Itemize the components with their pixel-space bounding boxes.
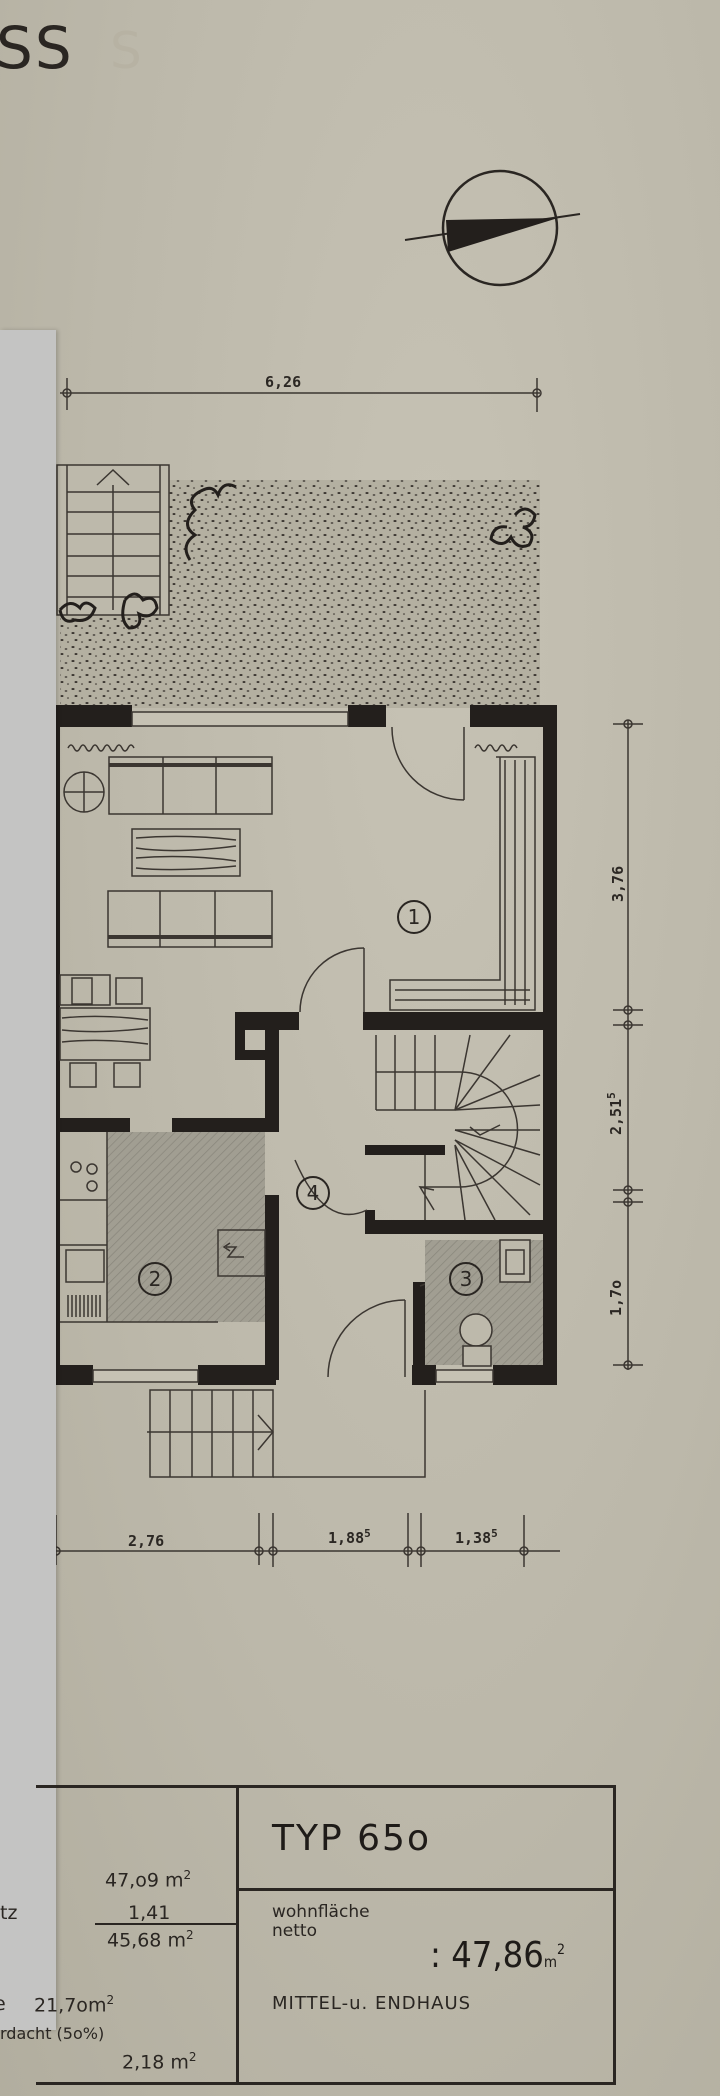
area-row2-label: e bbox=[0, 1993, 6, 2015]
area-row3: 2,18 m2 bbox=[122, 2050, 197, 2074]
interior-walls bbox=[60, 1012, 545, 1380]
garden-stair bbox=[56, 464, 170, 616]
room-number-4: 4 bbox=[296, 1176, 330, 1210]
dimension-top bbox=[60, 378, 542, 412]
dining-table bbox=[59, 974, 151, 1088]
area-sum-line bbox=[95, 1923, 236, 1925]
room-number-1: 1 bbox=[397, 900, 431, 934]
title-block-divider bbox=[236, 1785, 239, 2085]
dimension-right bbox=[613, 719, 643, 1370]
dimension-bottom-label-2: 1,885 bbox=[328, 1527, 371, 1547]
title-block-row-divider bbox=[236, 1888, 616, 1891]
area-deduction-label: tz bbox=[0, 1902, 18, 1924]
window-top bbox=[131, 711, 349, 727]
built-in-bench bbox=[389, 756, 536, 1011]
room-number-3: 3 bbox=[449, 1262, 483, 1296]
dimension-right-label-2: 2,515 bbox=[605, 1092, 625, 1135]
toilet-icon bbox=[459, 1239, 531, 1367]
page-heading-fragment: SS bbox=[0, 14, 74, 82]
terrace-door bbox=[391, 726, 465, 801]
main-stair bbox=[375, 1034, 541, 1221]
net-living-area-value: : 47,86m2 bbox=[430, 1935, 566, 1976]
north-arrow-icon bbox=[404, 169, 581, 287]
area-row2: 21,7om2 bbox=[34, 1993, 115, 2017]
coffee-table bbox=[131, 828, 241, 877]
kitchen-floor bbox=[107, 1132, 265, 1322]
room-number-2: 2 bbox=[138, 1262, 172, 1296]
title-block-bottom-border bbox=[36, 2082, 616, 2085]
entrance-stair bbox=[147, 1389, 426, 1478]
title-block-right-border bbox=[613, 1785, 616, 2085]
dimension-bottom-label-3: 1,385 bbox=[455, 1527, 498, 1547]
window-bottom bbox=[92, 1369, 494, 1383]
dimension-bottom bbox=[40, 1513, 560, 1567]
area-net: 45,68 m2 bbox=[107, 1928, 194, 1952]
area-gross: 47,o9 m2 bbox=[105, 1868, 192, 1892]
dimension-right-label-1: 3,76 bbox=[609, 865, 627, 902]
plant-icon bbox=[58, 483, 537, 630]
dimension-right-label-3: 1,7o bbox=[607, 1279, 625, 1316]
dimension-bottom-label-1: 2,76 bbox=[128, 1532, 165, 1550]
house-type-title: TYP 65o bbox=[272, 1818, 431, 1859]
overlapping-sheet bbox=[0, 330, 56, 2030]
title-block-top-border bbox=[36, 1785, 616, 1788]
page-heading-ghost: S bbox=[110, 22, 142, 80]
area-deduction: 1,41 bbox=[128, 1902, 171, 1924]
house-variant-label: MITTEL-u. ENDHAUS bbox=[272, 1993, 472, 2014]
sofa-bottom bbox=[107, 890, 273, 948]
area-row3-label: rdacht (5o%) bbox=[0, 2024, 105, 2043]
sofa-top bbox=[63, 756, 273, 815]
dimension-top-label: 6,26 bbox=[265, 373, 302, 391]
kitchen-counter bbox=[60, 1132, 266, 1323]
radiator-icon bbox=[67, 744, 518, 752]
